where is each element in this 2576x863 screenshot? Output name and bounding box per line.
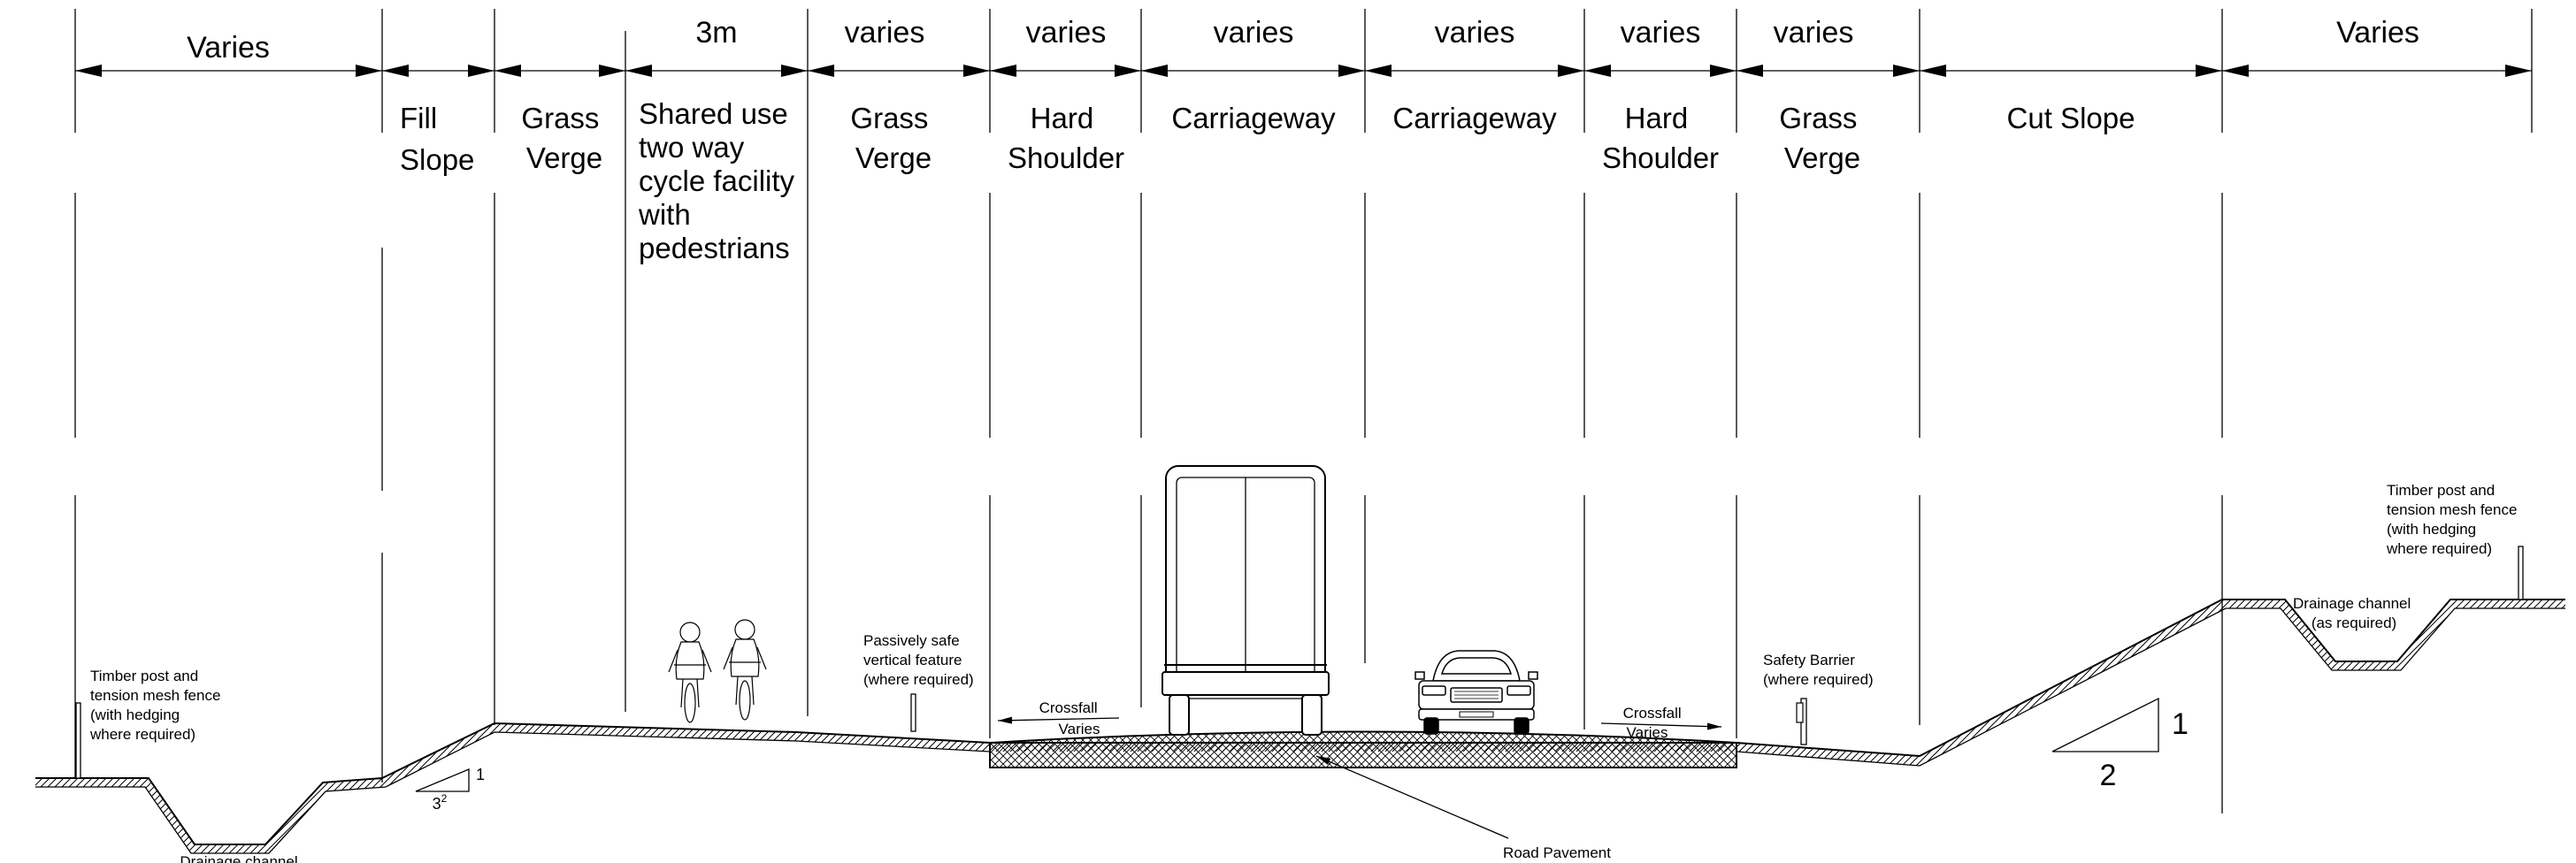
car-front-icon bbox=[1414, 650, 1538, 735]
zone-label-hard-shoulder-left: Hard Shoulder bbox=[1008, 102, 1124, 174]
zone-label-grass-verge-mid: Grass Verge bbox=[850, 102, 936, 174]
cut-slope-ratio-run: 2 bbox=[2100, 759, 2117, 792]
cut-slope-ratio-rise: 1 bbox=[2172, 707, 2189, 741]
annotation-drainage-channel-left: Drainage channel bbox=[180, 853, 297, 863]
dimension-label: varies bbox=[1435, 16, 1515, 50]
cyclists-icon bbox=[668, 619, 767, 723]
zone-labels: Fill Slope Grass Verge Shared use two wa… bbox=[400, 97, 2135, 264]
crossfall-arrow-right bbox=[1600, 722, 1722, 730]
annotations: Timber post and tension mesh fence (with… bbox=[89, 482, 2521, 863]
dimension-label: 3m bbox=[695, 16, 737, 50]
zone-label-carriageway-left: Carriageway bbox=[1171, 102, 1336, 134]
zone-label-cut-slope: Cut Slope bbox=[2007, 102, 2135, 134]
cut-slope-ratio: 1 2 bbox=[2051, 697, 2189, 792]
ground-hatch-band bbox=[35, 600, 2565, 853]
fill-slope-ratio-run: 32 bbox=[433, 792, 448, 813]
annotation-right-fence: Timber post and tension mesh fence (with… bbox=[2386, 482, 2521, 557]
cyclist-icon bbox=[723, 619, 767, 721]
dimension-label: varies bbox=[1026, 16, 1107, 50]
annotation-drainage-channel-right: Drainage channel (as required) bbox=[2293, 595, 2415, 631]
dimension-label: varies bbox=[1621, 16, 1701, 50]
fill-slope-ratio: 1 32 bbox=[415, 766, 485, 813]
road-pavement-leader bbox=[1315, 755, 1509, 839]
dimension-label: varies bbox=[845, 16, 925, 50]
annotation-road-pavement: Road Pavement bbox=[1503, 844, 1611, 861]
zone-label-hard-shoulder-right: Hard Shoulder bbox=[1602, 102, 1719, 174]
fill-slope-ratio-rise: 1 bbox=[476, 766, 485, 783]
dimension-label: Varies bbox=[187, 31, 270, 65]
dimension-label: varies bbox=[1774, 16, 1854, 50]
zone-label-grass-verge-right: Grass Verge bbox=[1779, 102, 1865, 174]
zone-label-carriageway-right: Carriageway bbox=[1392, 102, 1557, 134]
cut-slope-ratio-triangle bbox=[2051, 697, 2159, 752]
fence-post-icon bbox=[75, 702, 81, 779]
zone-label-grass-verge-left: Grass Verge bbox=[521, 102, 607, 174]
bollard-icon bbox=[910, 693, 916, 732]
annotation-safety-barrier: Safety Barrier (where required) bbox=[1763, 652, 1874, 688]
dimension-labels: Varies 3m varies varies varies varies va… bbox=[187, 16, 2419, 65]
crossfall-arrow-left bbox=[997, 716, 1120, 724]
ground-lower-line bbox=[35, 607, 2565, 854]
dimension-label: Varies bbox=[2336, 16, 2419, 50]
annotation-passively-safe-feature: Passively safe vertical feature (where r… bbox=[863, 632, 974, 688]
annotation-crossfall-right: Crossfall Varies bbox=[1623, 705, 1686, 741]
annotation-crossfall-left: Crossfall Varies bbox=[1039, 699, 1102, 737]
annotation-left-fence: Timber post and tension mesh fence (with… bbox=[89, 668, 225, 743]
road-pavement bbox=[989, 730, 1737, 768]
cyclist-icon bbox=[668, 622, 712, 723]
safety-barrier-icon bbox=[1796, 698, 1807, 745]
van-rear-icon bbox=[1162, 465, 1330, 736]
fill-slope-ratio-triangle bbox=[415, 768, 470, 792]
zone-label-shared-use: Shared use two way cycle facility with p… bbox=[638, 97, 802, 264]
dimension-label: varies bbox=[1214, 16, 1294, 50]
fence-post-icon bbox=[2518, 546, 2524, 600]
zone-label-fill-slope: Fill Slope bbox=[400, 102, 474, 176]
road-pavement-layer bbox=[989, 730, 1737, 768]
